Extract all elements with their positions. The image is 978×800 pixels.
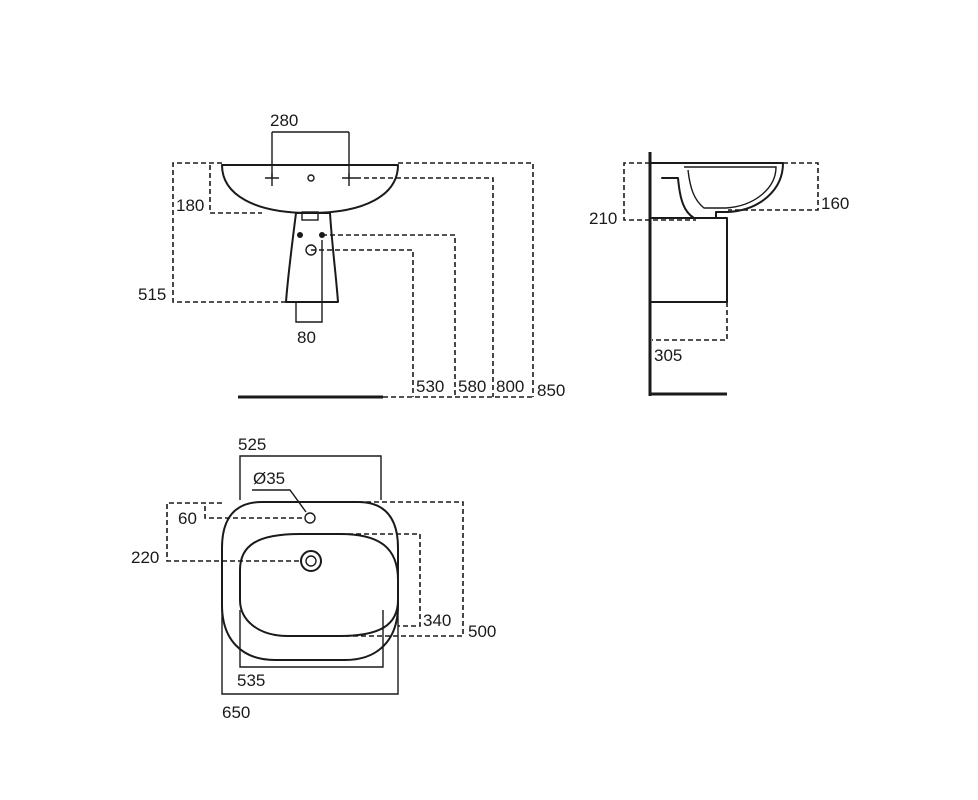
dim-650-label: 650 (222, 703, 250, 722)
dim-160-label: 160 (821, 194, 849, 213)
dim-180-label: 180 (176, 196, 204, 215)
dim-580-label: 580 (458, 377, 486, 396)
side-view: 210 160 305 (589, 152, 849, 396)
dim-530-line (311, 249, 414, 397)
dim-80-label: 80 (297, 328, 316, 347)
top-bowl-outline (239, 533, 399, 637)
dim-80-line (295, 240, 323, 323)
dim-60-label: 60 (178, 509, 197, 528)
dim-580-line (322, 234, 456, 397)
dim-525-label: 525 (238, 435, 266, 454)
dim-340-line (340, 533, 421, 627)
top-waste-outer (300, 550, 322, 572)
dim-220-label: 220 (131, 548, 159, 567)
dim-220-line (166, 502, 301, 562)
dim-850-label: 850 (537, 381, 565, 400)
side-pedestal-outline (651, 217, 728, 303)
side-basin-outline (649, 162, 784, 219)
dim-diameter-leader (252, 489, 307, 513)
dim-515-label: 515 (138, 285, 166, 304)
dim-515-line (172, 162, 286, 303)
dim-280-line (271, 131, 350, 178)
side-bowl-inner (684, 166, 777, 209)
fixing-point-left (297, 232, 303, 238)
dim-210-line (623, 162, 696, 221)
dim-210-label: 210 (589, 209, 617, 228)
dim-280-label: 280 (270, 111, 298, 130)
top-view: 525 Ø35 60 220 340 500 535 650 (131, 435, 496, 722)
dim-340-label: 340 (423, 611, 451, 630)
dim-60-line (204, 506, 305, 519)
dim-800-label: 800 (496, 377, 524, 396)
dim-500-label: 500 (468, 622, 496, 641)
dim-530-label: 530 (416, 377, 444, 396)
dim-180-line (209, 165, 262, 214)
dim-535-label: 535 (237, 671, 265, 690)
dim-160-line (728, 162, 819, 211)
dim-diameter-label: Ø35 (253, 469, 285, 488)
front-waste-fitting (301, 211, 319, 221)
top-waste-inner (305, 555, 317, 567)
dim-650-line (221, 600, 399, 695)
front-basin-outline (221, 164, 399, 214)
dim-850-line (398, 162, 534, 397)
dim-800-line (356, 177, 494, 397)
dim-525-line (239, 455, 382, 500)
dim-305-line (652, 302, 728, 341)
top-tap-hole-icon (304, 512, 316, 524)
dim-305-label: 305 (654, 346, 682, 365)
front-view: 280 180 515 80 530 580 800 850 (138, 111, 565, 400)
overflow-hole-icon (307, 174, 315, 182)
dim-535-line (239, 610, 384, 668)
dim-500-line (345, 501, 464, 637)
front-pedestal-outline (285, 212, 339, 303)
